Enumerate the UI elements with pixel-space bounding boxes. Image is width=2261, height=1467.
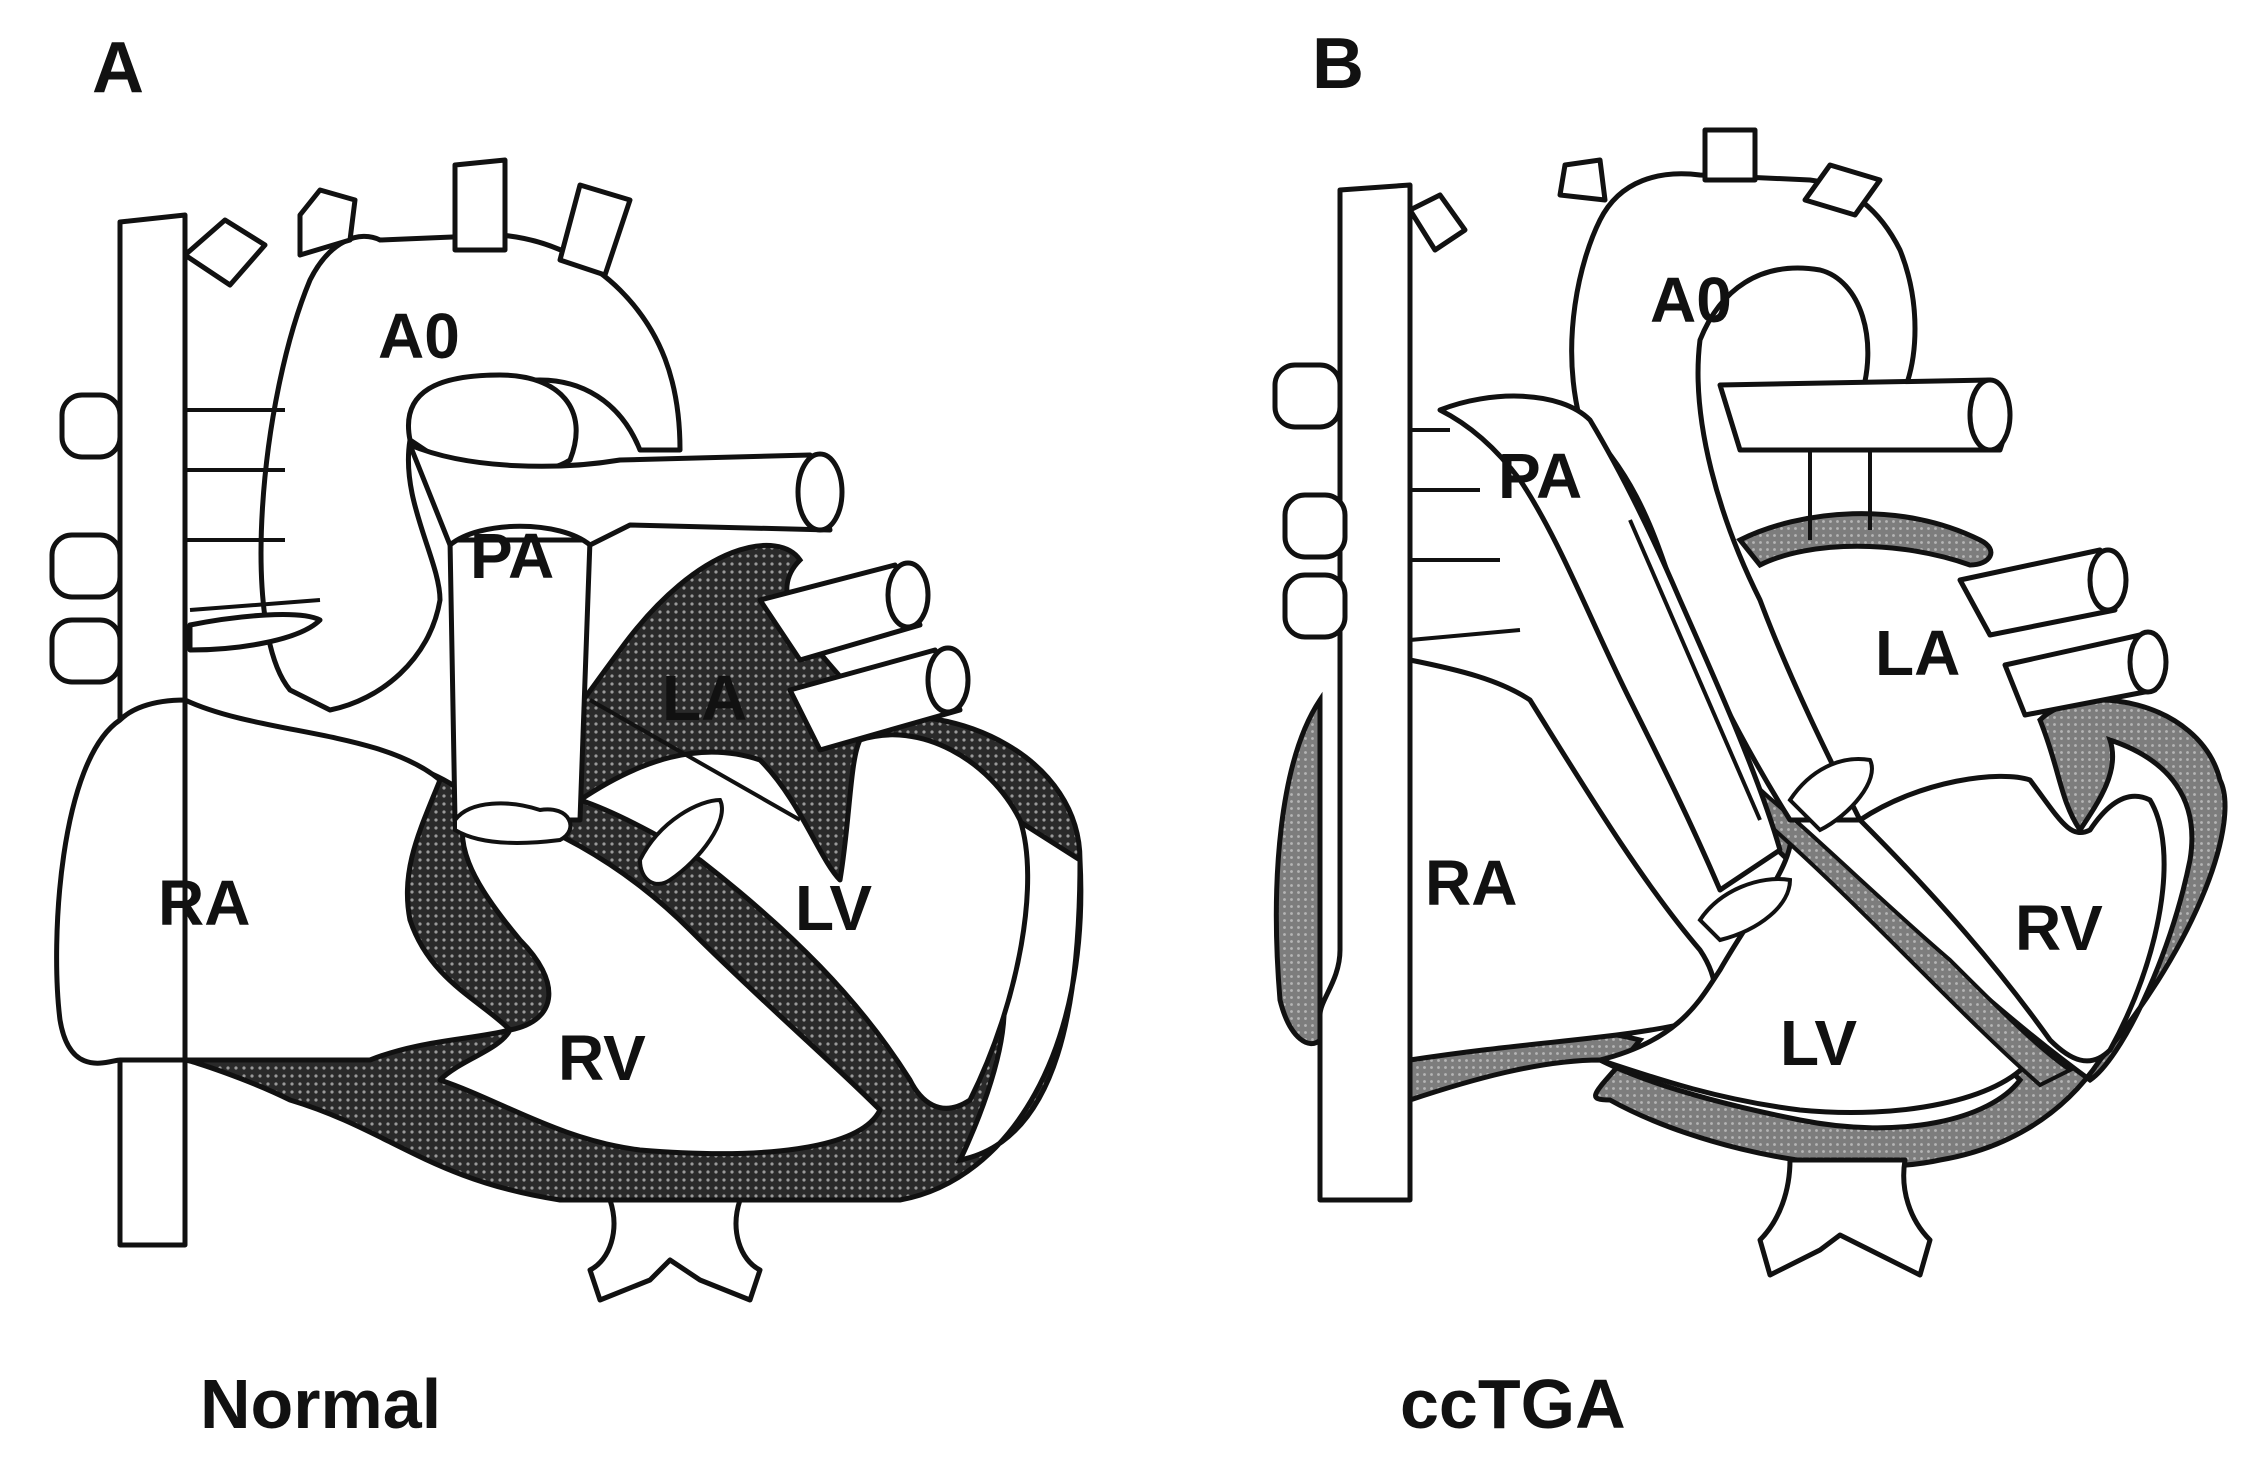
label-pa-b: PA bbox=[1498, 440, 1582, 512]
pv-upper-end-a bbox=[885, 560, 931, 630]
pulmonary-valve-a bbox=[453, 801, 573, 845]
caption-a: Normal bbox=[200, 1365, 441, 1443]
pulmonary-lines-b bbox=[1409, 428, 1521, 642]
pa-vertical-lines-b bbox=[1808, 450, 1872, 540]
label-lv-b: LV bbox=[1780, 1007, 1857, 1079]
mitral-valve-a bbox=[637, 797, 724, 886]
la-septum-line-a bbox=[589, 698, 801, 822]
aortic-branch-2-a bbox=[452, 157, 508, 253]
pv-lower-end-b bbox=[2127, 629, 2169, 695]
left-vessel-3-b bbox=[1282, 572, 1348, 640]
left-vessel-2 bbox=[49, 532, 123, 600]
la-wall-b bbox=[1736, 511, 1994, 569]
panel-b-cctga-heart: B A0 PA LA RA LV RV ccTGA bbox=[1272, 24, 2228, 1443]
aortic-branch-2-b bbox=[1702, 127, 1758, 183]
panel-letter-b: B bbox=[1312, 24, 1364, 104]
pulmonary-artery-b bbox=[1437, 393, 1783, 893]
pa-centerline-b bbox=[1628, 519, 1762, 821]
septum-b bbox=[1736, 787, 2074, 1088]
label-pa-a: PA bbox=[470, 520, 554, 592]
label-rv-b: RV bbox=[2015, 892, 2103, 964]
lpa-end-a bbox=[795, 451, 845, 533]
tricuspid-valve-b bbox=[1787, 757, 1874, 833]
label-lv-a: LV bbox=[795, 872, 872, 944]
aortic-branch-1-b bbox=[1557, 157, 1608, 203]
ivc-a bbox=[587, 1197, 763, 1303]
aortic-branch-3-b bbox=[1802, 162, 1883, 218]
ivc-b bbox=[1757, 1157, 1933, 1278]
left-vessel-1 bbox=[59, 392, 123, 460]
right-pa-branch-a bbox=[187, 612, 323, 653]
ra-wall-b bbox=[1273, 691, 1323, 1047]
pv-upper-a bbox=[757, 562, 923, 663]
label-ra-a: RA bbox=[158, 867, 250, 939]
caption-b: ccTGA bbox=[1400, 1365, 1626, 1443]
label-rv-a: RV bbox=[558, 1022, 646, 1094]
label-ao-b: A0 bbox=[1650, 264, 1732, 336]
label-la-b: LA bbox=[1875, 617, 1960, 689]
vena-cava-b bbox=[1317, 182, 1413, 1203]
ra-chamber-a bbox=[182, 697, 513, 1063]
panel-a-normal-heart: A A0 PA LA RA LV RV Normal bbox=[49, 28, 1084, 1443]
panel-letter-a: A bbox=[92, 28, 144, 108]
rv-chamber-a bbox=[437, 797, 883, 1157]
pv-upper-end-b bbox=[2087, 547, 2129, 613]
aortic-branch-1-a bbox=[297, 187, 358, 258]
pv-lower-a bbox=[787, 647, 963, 753]
rv-chamber-b bbox=[1857, 773, 2167, 1064]
label-ra-b: RA bbox=[1425, 847, 1517, 919]
pv-lower-end-a bbox=[925, 645, 971, 715]
ra-chamber-b bbox=[1407, 657, 1718, 1063]
right-atrium-a bbox=[54, 697, 188, 1066]
left-vessel-1-b bbox=[1272, 362, 1343, 430]
pulmonary-lines-a bbox=[185, 408, 321, 612]
pulmonary-trunk-a bbox=[447, 537, 593, 823]
left-vessel-2-b bbox=[1282, 492, 1348, 560]
lpa-end-b bbox=[1967, 377, 2013, 453]
mitral-valve-b bbox=[1697, 877, 1793, 943]
cava-stub-a bbox=[182, 217, 268, 288]
label-la-a: LA bbox=[662, 662, 747, 734]
left-vessel-3 bbox=[49, 617, 123, 685]
aortic-branch-3-a bbox=[557, 182, 633, 278]
aorta-arch-a bbox=[258, 232, 683, 713]
left-pa-branch-b bbox=[1717, 377, 2010, 453]
cava-stub-b bbox=[1407, 192, 1468, 253]
label-ao-a: A0 bbox=[378, 300, 460, 372]
